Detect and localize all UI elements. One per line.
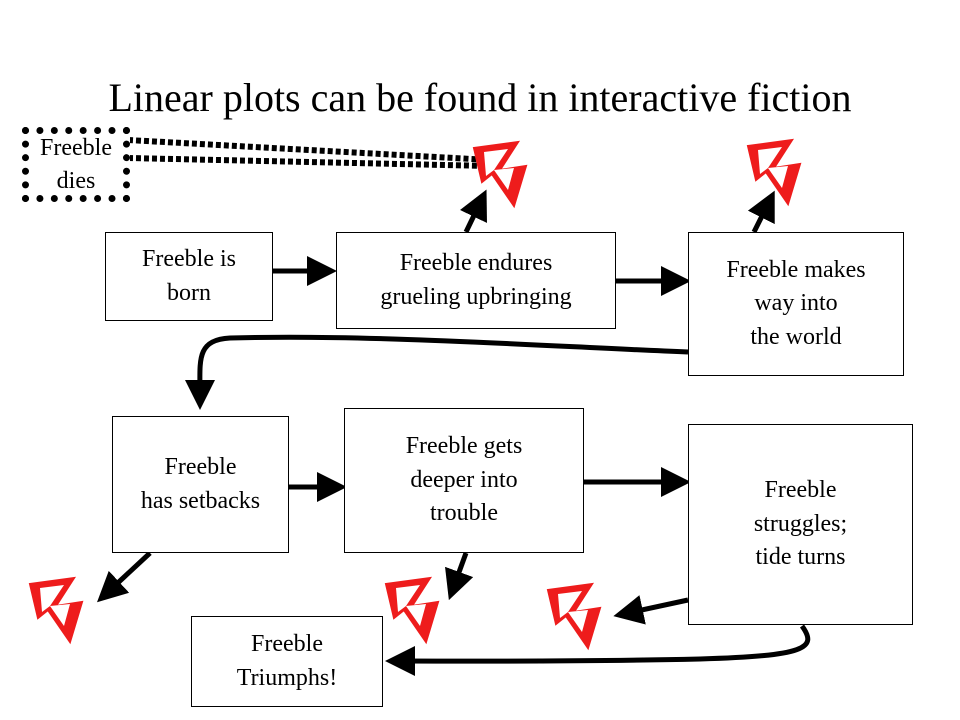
arrow-makes-way-to-danger — [747, 190, 775, 234]
node-freeble-setbacks: Freeble has setbacks — [112, 416, 289, 553]
node-freeble-deeper: Freeble gets deeper into trouble — [344, 408, 584, 553]
node-freeble-struggles: Freeble struggles; tide turns — [688, 424, 913, 625]
arrow-endures-to-danger — [459, 189, 487, 234]
node-freeble-makes-way: Freeble makes way into the world — [688, 232, 904, 376]
node-freeble-endures: Freeble endures grueling upbringing — [336, 232, 616, 329]
arrow-setbacks-to-danger — [97, 551, 152, 603]
slide-title: Linear plots can be found in interactive… — [108, 75, 852, 120]
node-freeble-born: Freeble is born — [105, 232, 273, 321]
lightning-bolt-icon — [29, 577, 83, 643]
lightning-bolt-icon — [547, 583, 601, 649]
dies-link-line — [127, 155, 491, 169]
lightning-bolt-icon — [473, 141, 527, 207]
dies-link-line — [127, 137, 491, 163]
node-freeble-triumphs: Freeble Triumphs! — [191, 616, 383, 707]
arrow-struggles-to-triumphs — [385, 624, 811, 677]
arrow-struggles-to-danger — [613, 595, 689, 625]
node-freeble-dies: Freeble dies — [22, 127, 130, 202]
arrow-deeper-to-danger — [445, 552, 474, 601]
lightning-bolt-icon — [385, 577, 439, 643]
arrow-makes-way-to-setbacks — [184, 334, 689, 410]
lightning-bolt-icon — [747, 139, 801, 205]
